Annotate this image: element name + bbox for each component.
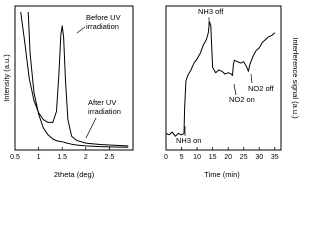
x-tick-label: 30 bbox=[255, 154, 263, 161]
annotation-leader bbox=[76, 26, 86, 34]
x-tick-label: 2 bbox=[84, 154, 88, 161]
xrd-plot-frame bbox=[14, 5, 134, 151]
x-tick-label: 2.5 bbox=[105, 154, 115, 161]
xrd-x-axis-title: 2theta (deg) bbox=[54, 170, 95, 179]
x-tick-label: 10 bbox=[193, 154, 201, 161]
x-tick-label: 15 bbox=[209, 154, 217, 161]
x-tick-label: 35 bbox=[271, 154, 279, 161]
annotation-label: NH3 on bbox=[176, 136, 201, 145]
signal-plot-frame bbox=[165, 5, 282, 151]
annotation-label: NH3 off bbox=[198, 7, 224, 16]
series-line-1 bbox=[27, 11, 129, 148]
x-tick-label: 1.5 bbox=[57, 154, 67, 161]
annotation-label: NO2 on bbox=[229, 95, 255, 104]
xrd-y-axis-title: Intensity (a.u.) bbox=[2, 54, 11, 102]
x-tick-label: 20 bbox=[224, 154, 232, 161]
signal-curves bbox=[165, 21, 276, 137]
xrd-curves bbox=[20, 11, 129, 148]
annotation-leader bbox=[233, 83, 237, 96]
series-line-0 bbox=[20, 11, 129, 147]
annotation-leader bbox=[85, 117, 97, 139]
x-tick-label: 0.5 bbox=[10, 154, 20, 161]
annotation-label: NO2 off bbox=[248, 84, 275, 93]
annotation-leader bbox=[250, 73, 253, 84]
signal-x-axis-title: Time (min) bbox=[204, 170, 240, 179]
x-tick-label: 25 bbox=[240, 154, 248, 161]
xrd-x-ticks: 0.5 1 1.5 2 2.5 bbox=[10, 147, 114, 161]
signal-x-ticks: 0 5 10 15 20 25 30 35 bbox=[164, 147, 279, 161]
x-tick-label: 5 bbox=[180, 154, 184, 161]
signal-y-axis-title: Interference signal (a.u.) bbox=[291, 37, 300, 119]
x-tick-label: 1 bbox=[37, 154, 41, 161]
series-line-0 bbox=[165, 21, 276, 137]
x-tick-label: 0 bbox=[164, 154, 168, 161]
